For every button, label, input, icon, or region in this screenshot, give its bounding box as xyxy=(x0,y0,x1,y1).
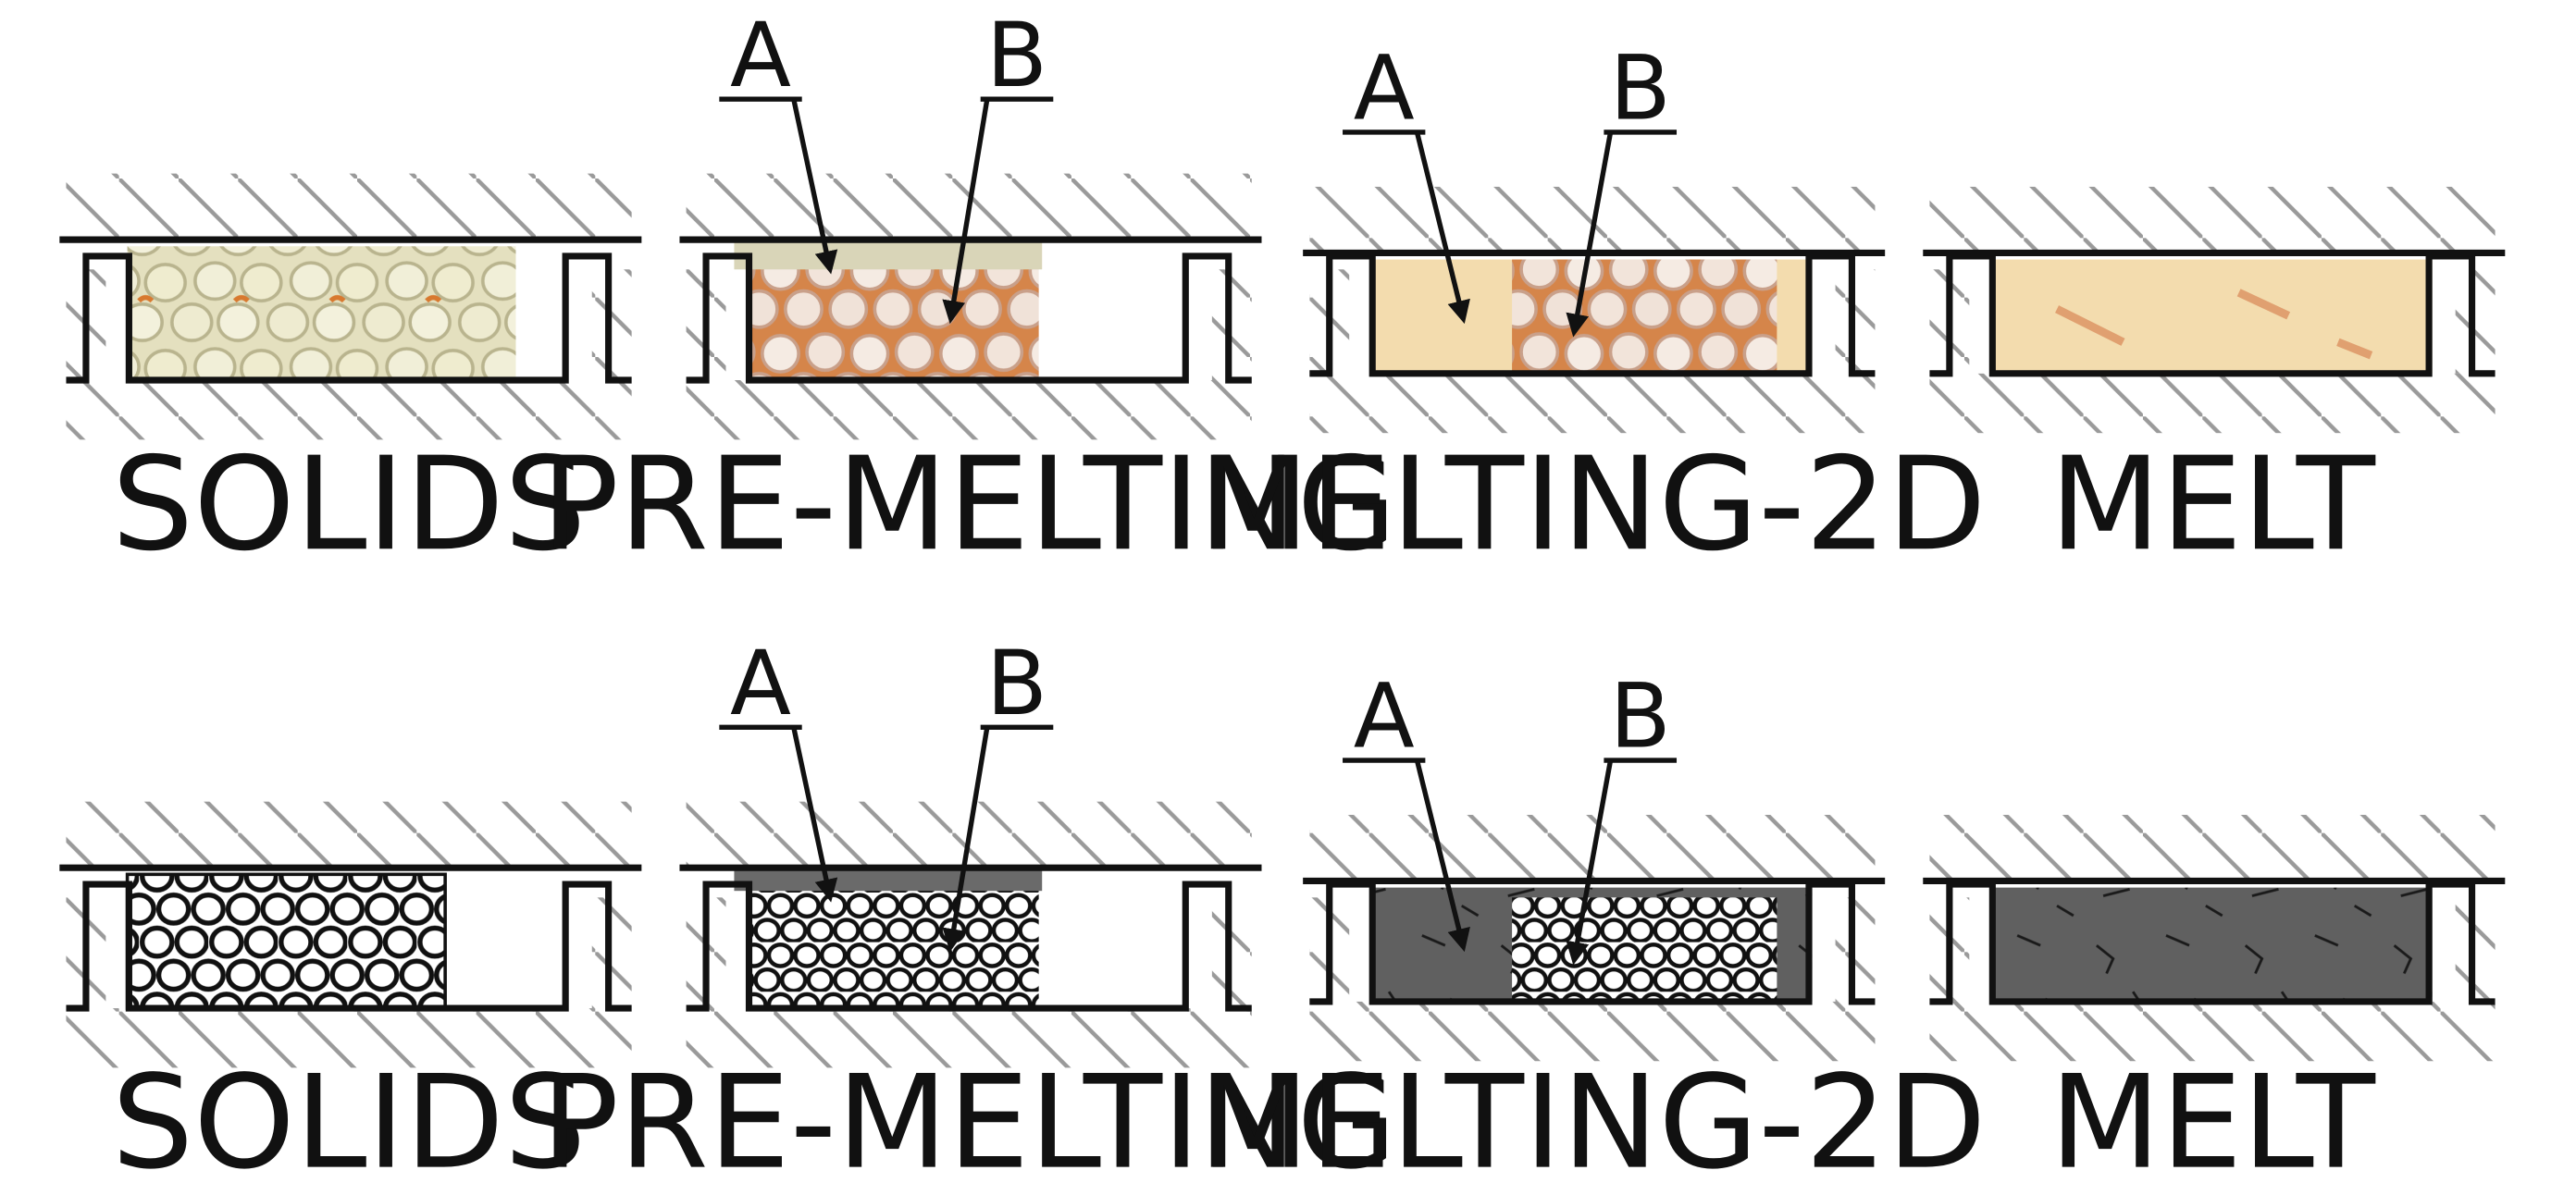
callout-a-label: A xyxy=(730,3,791,107)
callout-b-arrow xyxy=(942,726,990,953)
panel-melting-2d: A B MELTING-2D xyxy=(1198,36,1987,580)
channel-outline xyxy=(66,253,632,384)
base-hatch xyxy=(1309,373,1876,434)
callout-b-arrow xyxy=(1566,131,1614,338)
panel-pre-melting: A B PRE-MELTING xyxy=(541,3,1397,579)
solid-bed xyxy=(1512,259,1777,374)
callout-b-label: B xyxy=(1610,664,1671,769)
channel-outline xyxy=(686,253,1252,384)
base-hatch xyxy=(1929,1001,2496,1062)
callout-b-arrow xyxy=(1566,759,1614,966)
callout-a-arrow xyxy=(1414,131,1470,325)
callout-a-arrow xyxy=(1414,759,1470,953)
base-hatch xyxy=(1309,1001,1876,1062)
channel-outline xyxy=(1309,881,1876,1005)
stage-label: SOLIDS xyxy=(112,1048,587,1195)
panel-solids: SOLIDS xyxy=(59,173,642,579)
panel-melting-2d: A B MELTING-2D xyxy=(1198,664,1987,1195)
panel-melt: MELT xyxy=(1923,814,2506,1195)
callout-b-label: B xyxy=(1610,36,1671,141)
callout-b-label: B xyxy=(986,3,1047,107)
lid-hatch xyxy=(1929,186,2496,253)
base-hatch xyxy=(686,380,1252,440)
panel-solids: SOLIDS xyxy=(59,801,642,1195)
base-hatch xyxy=(1929,373,2496,434)
stage-label: MELTING-2D xyxy=(1198,429,1987,579)
channel-outline xyxy=(66,881,632,1012)
melt-film xyxy=(734,240,1043,270)
callout-a-arrow xyxy=(791,726,838,903)
stage-label: PRE-MELTING xyxy=(541,429,1397,579)
stage-label: SOLIDS xyxy=(112,429,587,579)
channel-outline xyxy=(686,881,1252,1012)
stage-label: MELTING-2D xyxy=(1198,1048,1987,1195)
melt-streaks xyxy=(2055,289,2373,360)
stage-label: MELT xyxy=(2050,429,2376,579)
base-hatch xyxy=(66,380,632,440)
lid-hatch xyxy=(66,173,632,240)
stage-label: PRE-MELTING xyxy=(541,1048,1397,1195)
base-hatch xyxy=(686,1008,1252,1068)
melt-pool xyxy=(1990,887,2433,1002)
lid-hatch xyxy=(1929,814,2496,881)
callout-b-label: B xyxy=(986,631,1047,735)
solid-pellets xyxy=(127,246,516,381)
solid-bed xyxy=(747,874,1039,1009)
channel-outline xyxy=(1309,253,1876,377)
solid-bed xyxy=(1512,897,1777,1002)
melt-film xyxy=(734,868,1043,892)
callout-a-label: A xyxy=(730,631,791,735)
solid-pellets xyxy=(125,872,447,1010)
callout-a-arrow xyxy=(791,98,838,275)
channel-outline xyxy=(1929,253,2496,377)
stage-label: MELT xyxy=(2050,1048,2376,1195)
channel-outline xyxy=(1929,881,2496,1005)
lid-hatch xyxy=(66,801,632,869)
callout-a-label: A xyxy=(1354,664,1415,769)
callout-a-label: A xyxy=(1354,36,1415,141)
panel-pre-melting: A B PRE-MELTING xyxy=(541,631,1397,1195)
base-hatch xyxy=(66,1008,632,1068)
panel-melt: MELT xyxy=(1923,186,2506,579)
callout-b-arrow xyxy=(942,98,990,325)
